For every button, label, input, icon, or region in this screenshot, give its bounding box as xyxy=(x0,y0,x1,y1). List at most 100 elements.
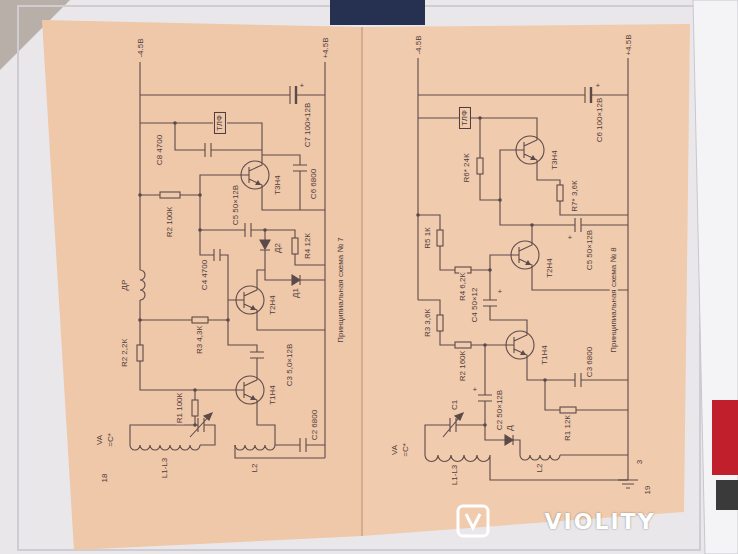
schematic-wiring xyxy=(200,175,233,195)
watermark-logo xyxy=(466,514,480,528)
junction-dot xyxy=(488,268,492,272)
schematic-wiring xyxy=(437,315,443,331)
booklet-page xyxy=(42,20,362,550)
component-label: С2 6800 xyxy=(311,409,319,441)
tray xyxy=(712,400,738,475)
schematic-wiring xyxy=(200,230,228,300)
component-label: R7* 3,6К xyxy=(570,179,578,212)
schematic-wiring xyxy=(160,192,180,198)
schematic-wiring xyxy=(194,390,195,425)
junction-dot xyxy=(138,318,142,322)
booklet-page xyxy=(42,20,690,550)
component-label: R1 12К xyxy=(564,414,572,442)
headphone-box: ТЛФ xyxy=(459,107,471,129)
component-label: R3 3,6К xyxy=(424,308,432,338)
schematic-wiring xyxy=(257,270,325,330)
signal-label: =С* xyxy=(107,432,115,448)
signal-label: VA xyxy=(391,444,399,456)
schematic-wiring xyxy=(235,445,275,450)
rail-label: -4.5В xyxy=(414,34,422,55)
component-label: С5 50×12В xyxy=(232,184,240,226)
component-label: Т3Н4 xyxy=(274,174,282,196)
schematic-wiring xyxy=(292,238,298,254)
schematic-wiring xyxy=(130,413,215,445)
schematic-wiring xyxy=(204,413,212,420)
junction-dot xyxy=(263,228,267,232)
component-label: ДР xyxy=(121,279,129,292)
component-label: С6 6800 xyxy=(310,168,318,200)
component-label: L2 xyxy=(536,463,544,474)
schematic-wiring xyxy=(130,445,200,450)
component-label: Т2Н4 xyxy=(269,294,277,316)
polarity-mark: + xyxy=(567,234,574,242)
component-label: С5 50×12В xyxy=(586,229,594,271)
schematic-wiring xyxy=(532,218,628,232)
junction-dot xyxy=(193,388,197,392)
rail-label: +4.5В xyxy=(624,33,632,56)
component-label: С3 5,0×12В xyxy=(286,343,294,387)
schematic-title: Принципиальная схема № 7 xyxy=(336,236,344,343)
component-label: Т1Н4 xyxy=(269,384,277,406)
junction-dot xyxy=(498,198,502,202)
component-label: R5 1К xyxy=(424,226,432,250)
tray xyxy=(693,0,738,554)
junction-dot xyxy=(173,121,177,125)
schematic-wiring xyxy=(557,185,563,201)
component-label: R3 4,3К xyxy=(196,325,204,355)
schematic-wiring xyxy=(478,345,520,455)
component-label: С1 xyxy=(451,399,459,411)
schematic-wiring xyxy=(140,361,228,390)
watermark-logo xyxy=(458,506,488,536)
schematic-wiring xyxy=(418,118,537,130)
component-label: Д1 xyxy=(292,287,300,299)
schematic-wiring xyxy=(505,435,513,445)
booklet-page xyxy=(362,24,690,536)
schematic-wiring xyxy=(437,230,443,246)
polarity-mark: + xyxy=(595,82,602,90)
component-label: С2 50×12В xyxy=(496,389,504,431)
polarity-mark: + xyxy=(299,82,306,90)
component-label: R6* 24К xyxy=(462,152,470,183)
schematic-wiring xyxy=(292,275,300,285)
tray xyxy=(716,480,738,510)
schematic-wiring xyxy=(295,86,297,104)
schematic-wiring xyxy=(140,86,325,104)
schematic-wiring xyxy=(260,240,270,249)
component-label: L1-L3 xyxy=(161,457,169,479)
schematic-wiring xyxy=(140,194,200,195)
junction-dot xyxy=(478,116,482,120)
schematic-wiring xyxy=(140,270,228,345)
schematic-wiring xyxy=(200,195,295,238)
page-number: 19 xyxy=(644,485,652,496)
transistor-symbol xyxy=(508,130,544,170)
component-label: С3 6800 xyxy=(586,346,594,378)
schematic-wiring xyxy=(228,320,264,370)
schematic-wiring xyxy=(425,413,485,455)
schematic-wiring xyxy=(130,58,638,488)
component-label: L2 xyxy=(251,463,259,474)
polarity-mark: + xyxy=(472,386,479,394)
schematic-wiring xyxy=(483,270,527,325)
tray xyxy=(330,0,425,25)
transistor-symbol xyxy=(228,280,264,320)
schematic-wiring xyxy=(418,58,638,488)
junction-dot xyxy=(138,116,547,427)
component-label: С8 4700 xyxy=(156,134,164,166)
junction-dot xyxy=(416,213,420,217)
junction-dot xyxy=(483,343,487,347)
watermark: VIOLITY xyxy=(544,511,657,533)
component-label: С7 100×12В xyxy=(304,102,312,149)
transistor-symbol xyxy=(498,325,534,365)
schematic-wiring xyxy=(590,87,592,103)
rail-label: -4.5В xyxy=(136,37,144,58)
schematic-wiring xyxy=(140,62,325,458)
component-label: Д xyxy=(505,424,513,431)
junction-dot xyxy=(530,223,534,227)
component-label: Т1Н4 xyxy=(541,344,549,366)
schematic-wiring xyxy=(560,407,576,413)
component-label: С4 4700 xyxy=(201,259,209,291)
page-number: 18 xyxy=(101,473,109,484)
node-text: ТЛФ xyxy=(461,110,469,126)
